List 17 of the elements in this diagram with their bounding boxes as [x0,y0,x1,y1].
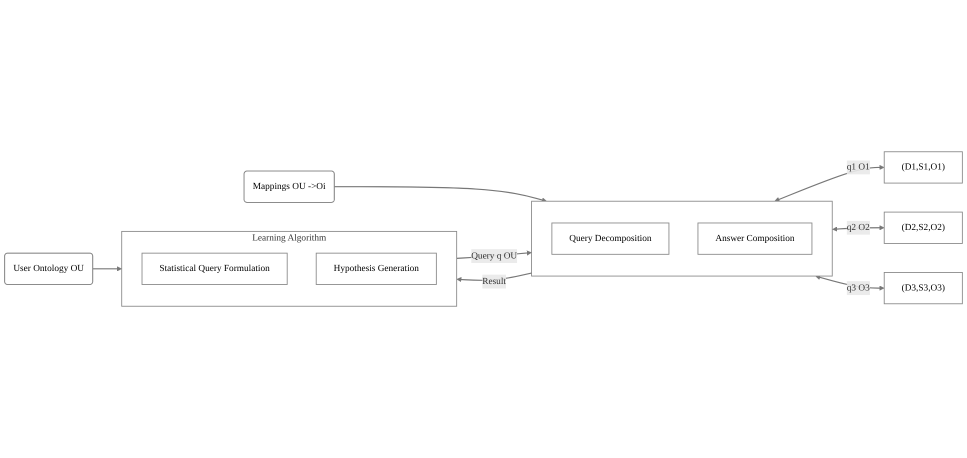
edge-label: Result [482,276,506,286]
cluster [121,230,458,307]
node-box [142,252,288,285]
arrow [92,266,122,272]
arrow [774,164,884,202]
cluster [531,200,833,276]
edge-label: Query q OU [471,250,518,261]
arrow [334,186,547,202]
edge-label: q2 O2 [846,222,870,232]
edge-label: q1 O1 [846,162,870,172]
node-box [884,151,963,184]
node-box [551,222,670,255]
node-box [316,252,437,285]
node-box [698,222,812,255]
edge-label: q3 O3 [846,282,870,293]
node-box [884,212,963,244]
node-box [884,272,963,304]
